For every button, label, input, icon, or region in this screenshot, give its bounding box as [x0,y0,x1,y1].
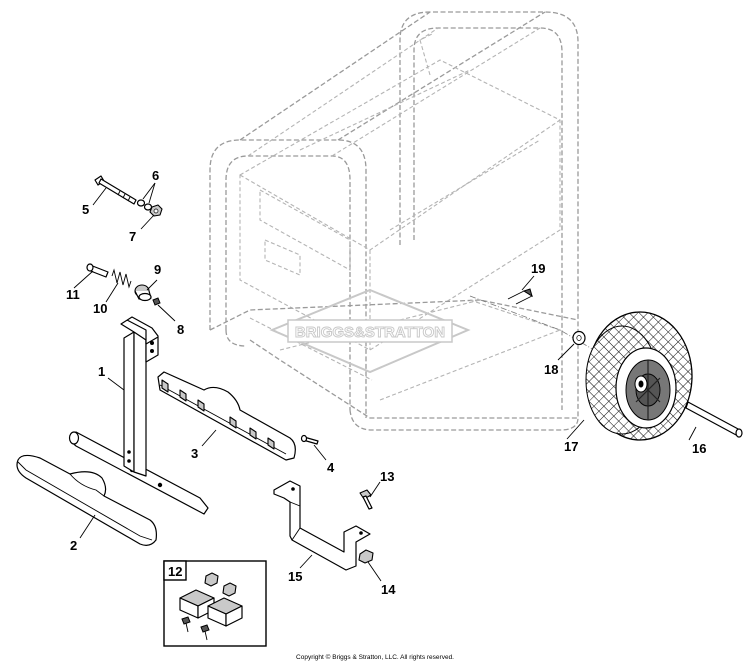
part-12-kit [163,560,267,647]
part-9-knob [134,284,152,302]
callout-9: 9 [154,262,161,277]
callout-14: 14 [381,582,396,597]
callout-1: 1 [98,364,105,379]
part-19-cotter-pin [507,288,533,305]
callout-3: 3 [191,446,198,461]
part-15-bracket [273,480,371,571]
part-1-stand-leg [68,316,209,515]
callout-16: 16 [692,441,706,456]
part-4-bolt [300,434,319,445]
copyright-notice: Copyright © Briggs & Stratton, LLC. All … [296,654,454,661]
part-17-wheel [585,311,693,441]
part-13-bolt [359,489,373,510]
callout-12: 12 [168,564,182,579]
part-14-nut [358,549,374,564]
part-5-bolt [94,175,137,205]
callout-15: 15 [288,569,302,584]
watermark-text: BRIGGS&STRATTON [295,324,445,341]
callout-17: 17 [564,439,578,454]
part-2-foot-pad [16,454,157,546]
callout-8: 8 [177,322,184,337]
callout-4: 4 [327,460,335,475]
callout-18: 18 [544,362,558,377]
callout-5: 5 [82,202,89,217]
part-3-bumper-strip [157,371,296,461]
callout-19: 19 [531,261,545,276]
part-7-nut [149,204,163,217]
callout-2: 2 [70,538,77,553]
callout-7: 7 [129,229,136,244]
part-10-spring [111,268,132,289]
part-16-axle [685,401,743,438]
callout-11: 11 [66,287,80,302]
wheel-axis [469,295,721,425]
callouts: 1 2 3 4 5 6 7 8 9 10 11 12 13 14 15 16 1… [66,168,706,597]
callout-13: 13 [380,469,394,484]
leader-lines [73,182,697,582]
callout-6: 6 [152,168,159,183]
generator-frame [209,11,579,431]
part-8-screw [152,297,161,306]
brand-watermark: BRIGGS&STRATTON [269,288,471,374]
part-18-washer [572,330,586,346]
part-11-pin [86,263,109,278]
callout-10: 10 [93,301,107,316]
